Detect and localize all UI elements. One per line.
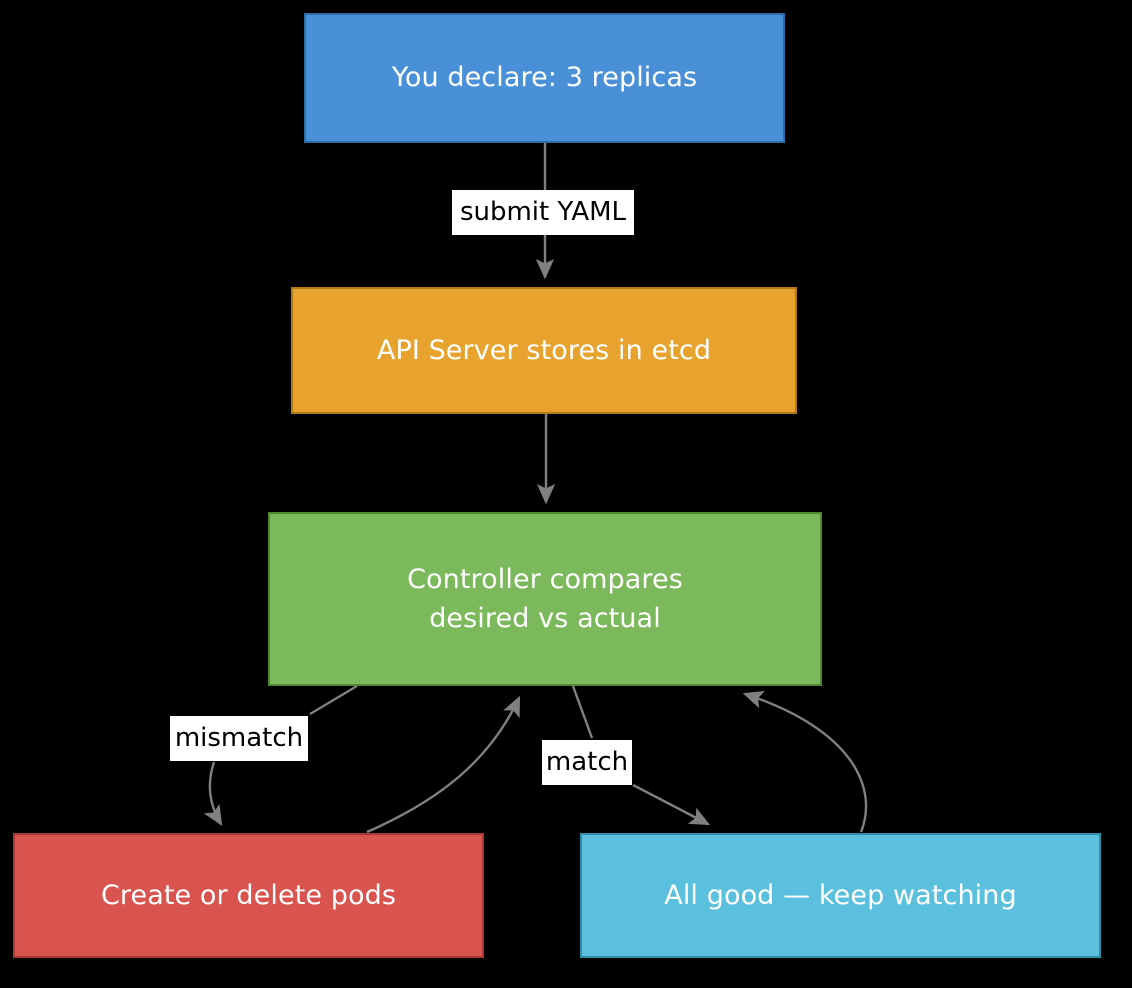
edge-label-mismatch: mismatch — [170, 716, 308, 761]
edge-label-match: match — [542, 740, 632, 785]
node-label: Controller compares desired vs actual — [407, 563, 683, 634]
node-you-declare-3-replicas[interactable]: You declare: 3 replicas — [304, 13, 785, 143]
node-label: All good — keep watching — [664, 879, 1017, 911]
node-controller-compares-desired-vs-actual[interactable]: Controller compares desired vs actual — [268, 512, 822, 686]
edge-allgood-to-controller — [742, 690, 868, 833]
node-label: You declare: 3 replicas — [391, 62, 698, 94]
node-api-server-stores-in-etcd[interactable]: API Server stores in etcd — [291, 287, 797, 414]
node-all-good-keep-watching[interactable]: All good — keep watching — [580, 833, 1101, 958]
node-label: API Server stores in etcd — [376, 334, 712, 366]
node-create-or-delete-pods[interactable]: Create or delete pods — [13, 833, 484, 958]
edge-createdelete-to-controller — [366, 695, 521, 834]
edge-label-submit-yaml: submit YAML — [452, 190, 634, 235]
node-label: Create or delete pods — [100, 879, 397, 911]
